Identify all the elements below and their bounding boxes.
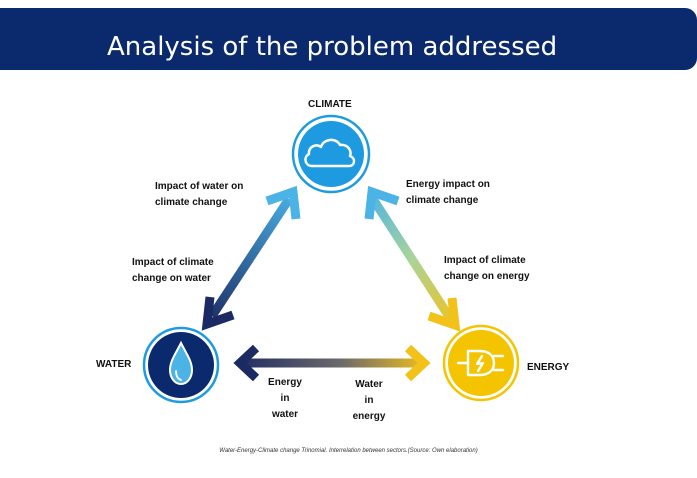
climate-node <box>291 114 371 194</box>
climate-label: CLIMATE <box>308 99 352 110</box>
label-energy-in-water: Energy in water <box>268 377 302 420</box>
page-title: Analysis of the problem addressed <box>107 32 558 62</box>
water-node <box>142 326 220 404</box>
figure-caption: Water-Energy-Climate change Trinomial. I… <box>219 448 478 454</box>
label-climate-on-energy: Impact of climate change on energy <box>444 255 530 282</box>
cloud-icon <box>304 138 356 168</box>
arrow-climate-energy <box>364 185 461 332</box>
energy-label: ENERGY <box>527 362 570 373</box>
energy-node <box>442 324 520 402</box>
label-water-on-climate: Impact of water on climate change <box>155 181 244 208</box>
arrow-water-energy <box>233 344 431 382</box>
water-drop-icon <box>168 340 194 386</box>
plug-icon <box>456 349 505 377</box>
label-water-in-energy: Water in energy <box>352 379 386 422</box>
label-climate-on-water: Impact of climate change on water <box>132 257 214 284</box>
arrow-water-climate <box>201 185 301 331</box>
header-bar: Analysis of the problem addressed <box>0 8 697 70</box>
label-energy-on-climate: Energy impact on climate change <box>406 179 490 206</box>
water-label: WATER <box>96 359 132 370</box>
